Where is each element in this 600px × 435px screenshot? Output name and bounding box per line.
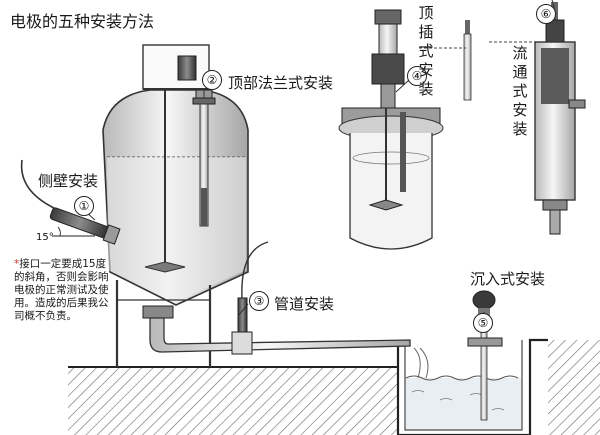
method-4-label: 顶插式安装 bbox=[418, 4, 434, 98]
water-basin bbox=[396, 338, 548, 435]
note-text: 接口一定要成15度的斜角，否则会影响电极的正常测试及使用。造成的后果我公司概不负… bbox=[14, 258, 109, 322]
method-5-number: ⑤ bbox=[473, 313, 493, 333]
method-3-label: 管道安装 bbox=[274, 295, 335, 313]
method-2-number: ② bbox=[202, 70, 222, 90]
reactor-tank bbox=[102, 44, 249, 367]
method-1-number: ① bbox=[74, 196, 94, 216]
method-1-label: 侧壁安装 bbox=[38, 172, 99, 190]
pipeline bbox=[142, 241, 411, 355]
method-4-number: ④ bbox=[407, 66, 427, 86]
spare-probe bbox=[419, 20, 472, 101]
side-wall-probe bbox=[20, 159, 121, 245]
method-6-number: ⑥ bbox=[536, 4, 556, 24]
method-2-label: 顶部法兰式安装 bbox=[228, 74, 334, 92]
diagram-title: 电极的五种安装方法 bbox=[10, 12, 155, 31]
install-note: *接口一定要成15度的斜角，否则会影响电极的正常测试及使用。造成的后果我公司概不… bbox=[14, 258, 110, 323]
method-3-number: ③ bbox=[249, 291, 269, 311]
method-5-label: 沉入式安装 bbox=[470, 270, 546, 288]
angle-label: 15° bbox=[36, 232, 54, 243]
method-6-label: 流通式安装 bbox=[512, 44, 528, 138]
top-insertion-vessel bbox=[338, 9, 444, 250]
flow-through-cell bbox=[489, 0, 586, 235]
ground-hatch bbox=[68, 340, 600, 435]
note-star: * bbox=[14, 258, 20, 270]
